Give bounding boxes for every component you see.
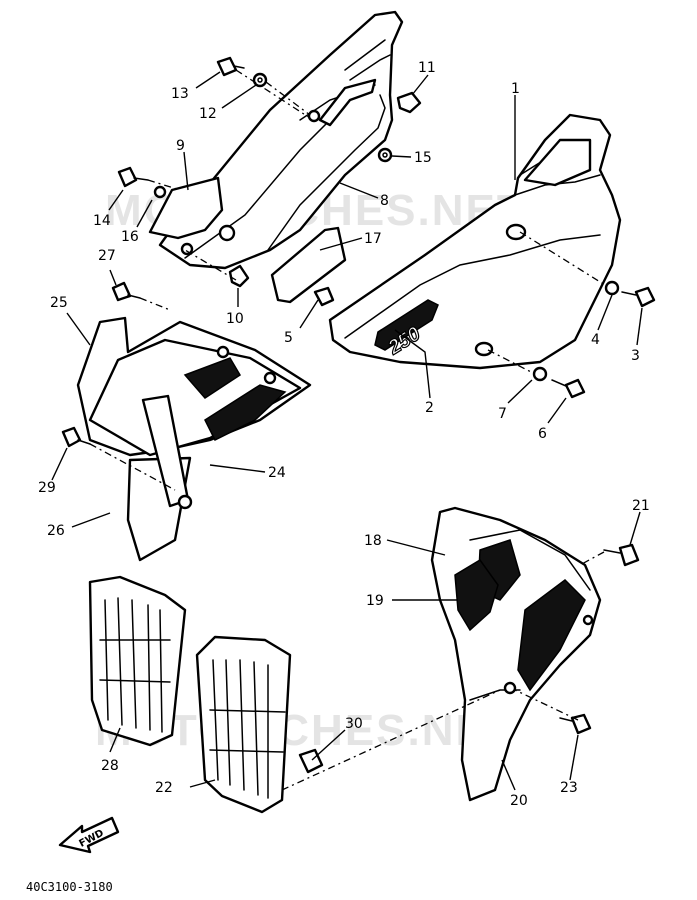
hardware [61,56,656,735]
callout-17: 17 [364,231,382,247]
left-radiator-shroud [76,316,312,562]
callout-15: 15 [414,150,432,166]
callout-18: 18 [364,533,382,549]
callout-22: 22 [155,780,173,796]
radiator-guard-right [195,635,292,814]
callout-1: 1 [511,81,520,97]
callout-9: 9 [176,138,185,154]
callout-29: 29 [38,480,56,496]
radiator-guard-left [88,575,187,747]
callout-7: 7 [498,406,507,422]
callout-8: 8 [380,193,389,209]
callout-14: 14 [93,213,111,229]
callout-4: 4 [591,332,600,348]
callout-numbers: 1 2 3 4 5 6 7 8 9 10 11 12 13 14 15 16 1… [38,60,650,809]
callout-24: 24 [268,465,286,481]
callout-11: 11 [418,60,436,76]
callout-10: 10 [226,311,244,327]
right-radiator-shroud [430,506,602,802]
leader-lines [51,71,643,791]
part-17-plate [270,226,347,304]
callout-25: 25 [50,295,68,311]
part-9-seal [148,176,224,240]
callout-30: 30 [345,716,363,732]
assembly-lines [89,69,606,791]
right-side-cover: 250 [328,113,622,370]
callout-6: 6 [538,426,547,442]
callout-20: 20 [510,793,528,809]
callout-23: 23 [560,780,578,796]
callout-5: 5 [284,330,293,346]
callout-27: 27 [98,248,116,264]
callout-26: 26 [47,523,65,539]
callout-2: 2 [425,400,434,416]
callout-21: 21 [632,498,650,514]
drawing-code: 40C3100-3180 [26,880,113,894]
callout-3: 3 [631,348,640,364]
callout-19: 19 [366,593,384,609]
callout-16: 16 [121,229,139,245]
callout-12: 12 [199,106,217,122]
callout-28: 28 [101,758,119,774]
callout-13: 13 [171,86,189,102]
forward-arrow: FWD [58,816,120,854]
